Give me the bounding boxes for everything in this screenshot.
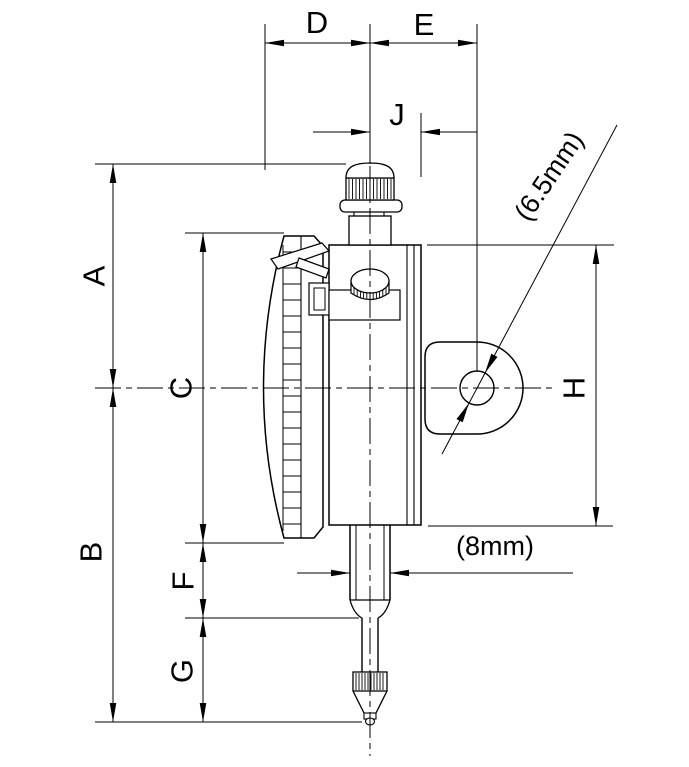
bezel-clamp	[270, 242, 331, 279]
bezel-clip	[308, 282, 330, 316]
bezel-knurling	[283, 251, 301, 525]
leader-6-5mm	[441, 124, 618, 455]
cap-flange	[339, 199, 403, 213]
dim-label-d: D	[306, 5, 328, 40]
centerlines	[95, 166, 552, 756]
arrowheads	[109, 39, 600, 722]
extension-lines	[95, 24, 614, 723]
annotation-lug-hole-diameter: (6.5mm)	[508, 126, 589, 226]
dim-label-e: E	[414, 7, 435, 42]
ferrule-knurling	[355, 673, 384, 690]
dim-label-j: J	[389, 97, 405, 132]
dial-indicator-figure	[262, 162, 524, 726]
spindle-stem	[349, 525, 391, 672]
dim-label-h: H	[557, 377, 592, 399]
dim-label-c: C	[164, 377, 199, 399]
top-cap	[339, 162, 403, 246]
annotation-stem-diameter: (8mm)	[456, 531, 534, 561]
dim-label-b: B	[74, 542, 109, 563]
dim-label-f: F	[166, 572, 201, 591]
dim-label-g: G	[165, 659, 200, 683]
dim-label-a: A	[77, 265, 112, 286]
rotating-bezel	[262, 235, 324, 539]
